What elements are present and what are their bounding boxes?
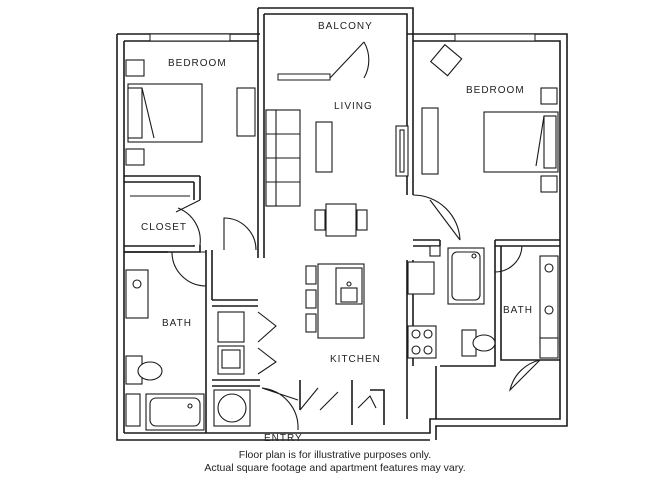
laundry-fixtures bbox=[213, 311, 251, 427]
room-label-bath-right: BATH bbox=[503, 305, 533, 316]
windows bbox=[149, 33, 536, 81]
room-label-bedroom-right: BEDROOM bbox=[466, 85, 525, 96]
room-label-closet: CLOSET bbox=[141, 222, 188, 233]
room-label-balcony: BALCONY bbox=[318, 21, 373, 32]
left-bedroom-furniture bbox=[125, 59, 256, 166]
room-label-living: LIVING bbox=[334, 101, 373, 112]
doors bbox=[171, 41, 541, 431]
room-label-kitchen: KITCHEN bbox=[330, 354, 381, 365]
living-furniture bbox=[265, 109, 409, 237]
left-bath-fixtures bbox=[125, 269, 205, 431]
right-bedroom-furniture bbox=[421, 43, 559, 193]
disclaimer-line-1: Floor plan is for illustrative purposes … bbox=[238, 449, 432, 461]
disclaimer-line-2: Actual square footage and apartment feat… bbox=[204, 462, 466, 474]
kitchen-fixtures bbox=[305, 245, 441, 359]
right-bath-fixtures bbox=[447, 247, 559, 359]
room-label-bedroom-left: BEDROOM bbox=[168, 58, 227, 69]
room-label-entry: ENTRY bbox=[264, 433, 303, 444]
room-label-bath-left: BATH bbox=[162, 318, 192, 329]
